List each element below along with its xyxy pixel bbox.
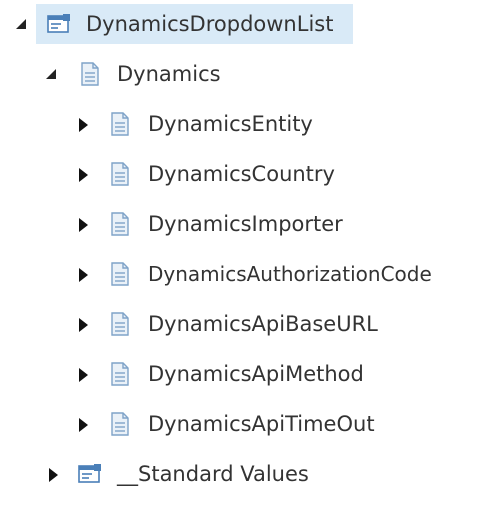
expand-arrow-dynamics[interactable] (46, 69, 56, 79)
tree-item-label[interactable]: DynamicsImporter (148, 212, 343, 236)
expand-arrow-item[interactable] (79, 368, 88, 382)
dropdown-list-icon (78, 464, 101, 483)
expand-arrow-item[interactable] (79, 318, 88, 332)
document-icon (111, 162, 129, 186)
tree-item-label[interactable]: DynamicsApiMethod (148, 362, 364, 386)
document-icon (111, 312, 129, 336)
tree-item-label[interactable]: DynamicsAuthorizationCode (148, 262, 432, 286)
tree-item-label[interactable]: DynamicsApiTimeOut (148, 412, 375, 436)
document-icon (111, 412, 129, 436)
tree-node-dynamics-label[interactable]: Dynamics (117, 62, 221, 86)
document-icon (111, 112, 129, 136)
expand-arrow-item[interactable] (79, 418, 88, 432)
tree-item-label[interactable]: DynamicsCountry (148, 162, 335, 186)
document-icon (111, 362, 129, 386)
expand-arrow-item[interactable] (79, 268, 88, 282)
tree-node-root[interactable] (36, 4, 353, 44)
expand-arrow-standard-values[interactable] (49, 468, 58, 482)
tree-item-label[interactable]: DynamicsApiBaseURL (148, 312, 378, 336)
tree-node-root-label[interactable]: DynamicsDropdownList (86, 12, 334, 36)
expand-arrow-item[interactable] (79, 218, 88, 232)
expand-arrow-item[interactable] (79, 118, 88, 132)
expand-arrow-root[interactable] (16, 19, 26, 29)
dropdown-list-icon (47, 14, 70, 33)
document-icon (111, 212, 129, 236)
document-icon (111, 262, 129, 286)
tree-node-standard-values-label[interactable]: __Standard Values (117, 462, 309, 486)
tree-item-label[interactable]: DynamicsEntity (148, 112, 313, 136)
expand-arrow-item[interactable] (79, 168, 88, 182)
document-icon (81, 62, 99, 86)
